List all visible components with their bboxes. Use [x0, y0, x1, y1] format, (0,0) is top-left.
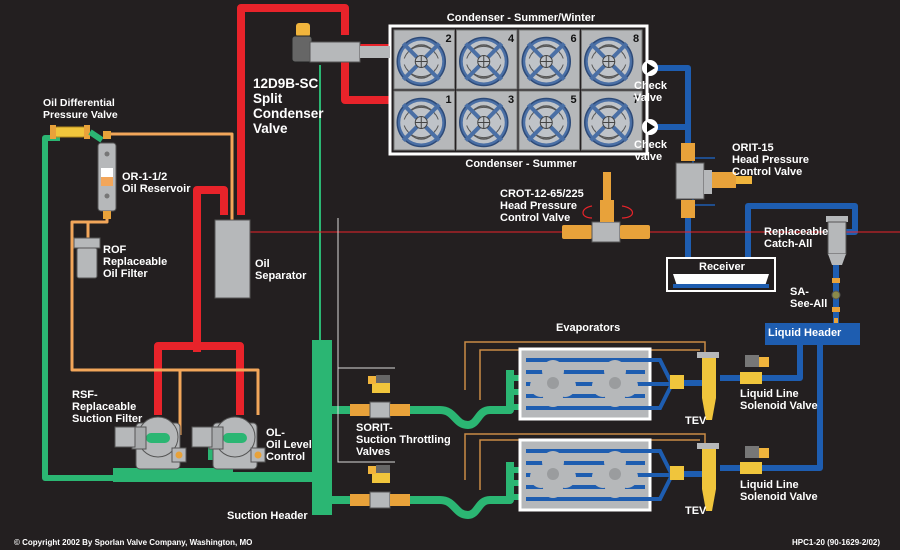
- oil-separator: [214, 219, 251, 299]
- fan-icon: [582, 96, 635, 149]
- solenoid-valve: [740, 355, 769, 384]
- liquid-header: [765, 323, 860, 345]
- tev-valve: [670, 443, 719, 511]
- solenoid-valve-label: Liquid Line Solenoid Valve: [740, 388, 818, 412]
- evaporator: [518, 438, 675, 512]
- sorit-valve: [350, 375, 410, 419]
- evaporators-label: Evaporators: [556, 322, 621, 334]
- receiver: [666, 257, 776, 292]
- fan-icon: [457, 96, 510, 149]
- fan-icon: [520, 96, 573, 149]
- split-condenser-valve-label: 12D9B-SC Split Condenser Valve: [253, 76, 324, 136]
- split-condenser-valve: [291, 23, 390, 63]
- oil-reservoir-label: OR-1-1/2 Oil Reservoir: [122, 171, 191, 195]
- catch-all-filter: [826, 216, 848, 265]
- crot-valve: [562, 172, 650, 243]
- solenoid-valve-label: Liquid Line Solenoid Valve: [740, 479, 818, 503]
- receiver-label: Receiver: [699, 261, 745, 273]
- condenser-top-label: Condenser - Summer/Winter: [446, 12, 596, 24]
- compressor: [208, 416, 258, 470]
- oil-filter: [73, 237, 101, 279]
- suction-header: [312, 340, 332, 515]
- fan-number: 1: [446, 94, 452, 106]
- evaporator: [518, 347, 675, 421]
- check-valve-label: Check Valve: [634, 139, 668, 163]
- liquid-header-label: Liquid Header: [768, 327, 842, 339]
- tev-valve: [670, 352, 719, 420]
- oil-level-control: [171, 447, 266, 463]
- crot-label: CROT-12-65/225 Head Pressure Control Val…: [500, 188, 584, 224]
- oil-level-control-label: OL- Oil Level Control: [266, 427, 312, 463]
- tev-label: TEV: [685, 415, 707, 427]
- tev-label: TEV: [685, 505, 707, 517]
- condenser-fan-3: 3: [456, 90, 518, 151]
- fan-icon: [457, 35, 510, 88]
- condenser-fan-5: 5: [518, 90, 580, 151]
- fan-number: 4: [508, 33, 515, 45]
- orit-label: ORIT-15 Head Pressure Control Valve: [732, 142, 810, 178]
- check-valve-label: Check Valve: [634, 80, 668, 104]
- oil-lines: [70, 132, 260, 435]
- suction-filter-label: RSF- Replaceable Suction Filter: [72, 389, 143, 425]
- suction-filter: [114, 426, 213, 448]
- check-valve-icon: [642, 119, 658, 135]
- copyright-text: © Copyright 2002 By Sporlan Valve Compan…: [14, 538, 253, 547]
- oil-filter-label: ROF Replaceable Oil Filter: [103, 244, 168, 280]
- condenser-fan-2: 2: [393, 29, 455, 90]
- oil-differential-valve-label: Oil Differential Pressure Valve: [43, 97, 118, 121]
- solenoid-valve: [740, 446, 769, 474]
- fan-number: 8: [633, 33, 639, 45]
- fan-number: 3: [508, 94, 514, 106]
- condenser-fan-1: 1: [393, 90, 455, 151]
- oil-separator-label: Oil Separator: [255, 258, 307, 282]
- condenser-fan-7: 7: [581, 90, 643, 151]
- catch-all-label: Replaceable Catch-All: [764, 226, 829, 250]
- discharge-lines: [154, 4, 392, 415]
- condenser-fan-8: 8: [581, 29, 643, 90]
- document-code: HPC1-20 (90-1629-2/02): [792, 538, 881, 547]
- condenser-bottom-label: Condenser - Summer: [465, 158, 577, 170]
- fan-icon: [520, 35, 573, 88]
- fan-icon: [395, 35, 448, 88]
- fan-icon: [395, 96, 448, 149]
- sorit-valve: [350, 465, 410, 509]
- sorit-label: SORIT- Suction Throttling Valves: [356, 422, 451, 458]
- condenser-fan-4: 4: [456, 29, 518, 90]
- fan-number: 2: [446, 33, 452, 45]
- oil-differential-valve: [50, 125, 104, 143]
- see-all-indicator: [831, 278, 841, 312]
- suction-header-label: Suction Header: [227, 510, 308, 522]
- fan-number: 7: [633, 94, 639, 106]
- orit-valve: [675, 143, 752, 218]
- condenser-fan-6: 6: [518, 29, 580, 90]
- check-valve-icon: [642, 60, 658, 76]
- condenser: 2 4 6 8 1 3 5 7: [388, 24, 649, 156]
- fan-icon: [582, 35, 635, 88]
- fan-number: 6: [571, 33, 577, 45]
- oil-reservoir: [97, 131, 117, 219]
- see-all-label: SA- See-All: [790, 286, 828, 310]
- fan-number: 5: [571, 94, 577, 106]
